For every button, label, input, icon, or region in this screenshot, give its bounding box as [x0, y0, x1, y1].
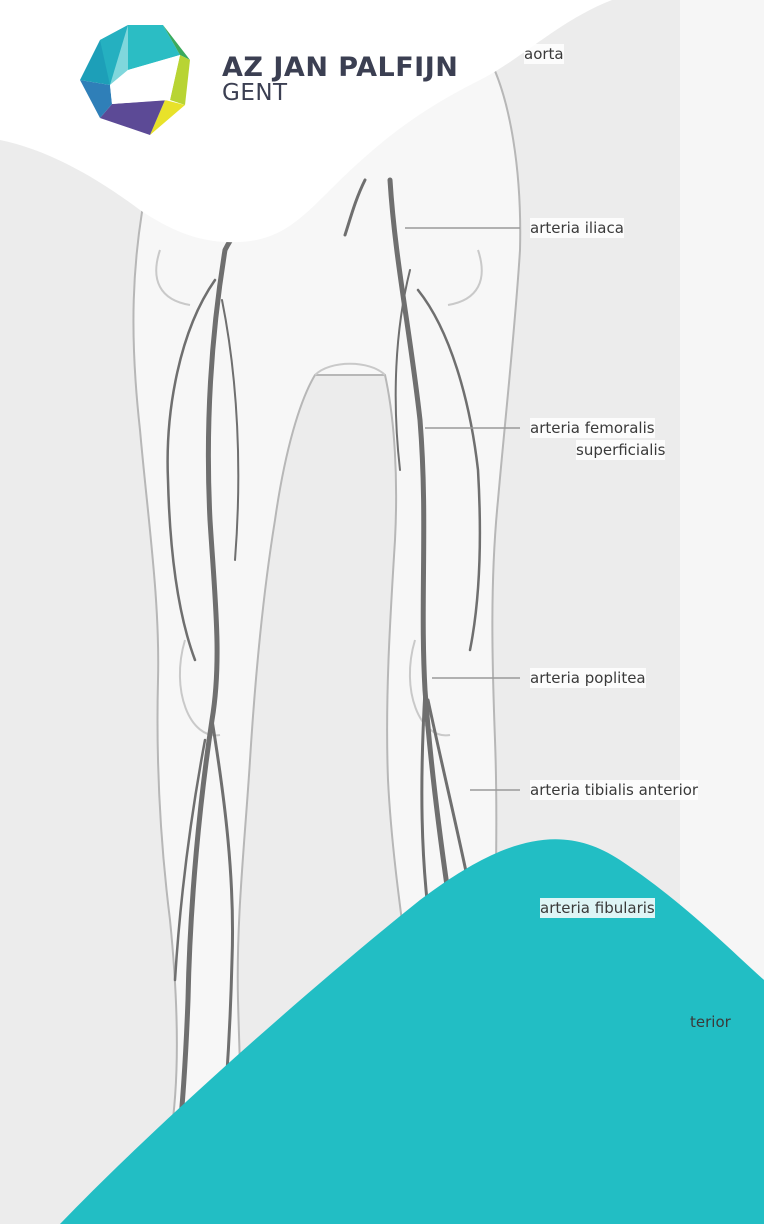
label-arteria-iliaca: arteria iliaca	[530, 218, 624, 238]
brand-name: AZ JAN PALFIJN	[222, 52, 458, 83]
label-arteria-femoralis: arteria femoralis	[530, 418, 655, 438]
label-arteria-tibialis-anterior: arteria tibialis anterior	[530, 780, 698, 800]
brand-location: GENT	[222, 80, 288, 106]
label-arteria-fibularis: arteria fibularis	[540, 898, 655, 918]
label-superficialis: superficialis	[576, 440, 665, 460]
label-arteria-poplitea: arteria poplitea	[530, 668, 646, 688]
label-posterior-partial: terior	[690, 1012, 731, 1032]
label-aorta: aorta	[524, 44, 564, 64]
